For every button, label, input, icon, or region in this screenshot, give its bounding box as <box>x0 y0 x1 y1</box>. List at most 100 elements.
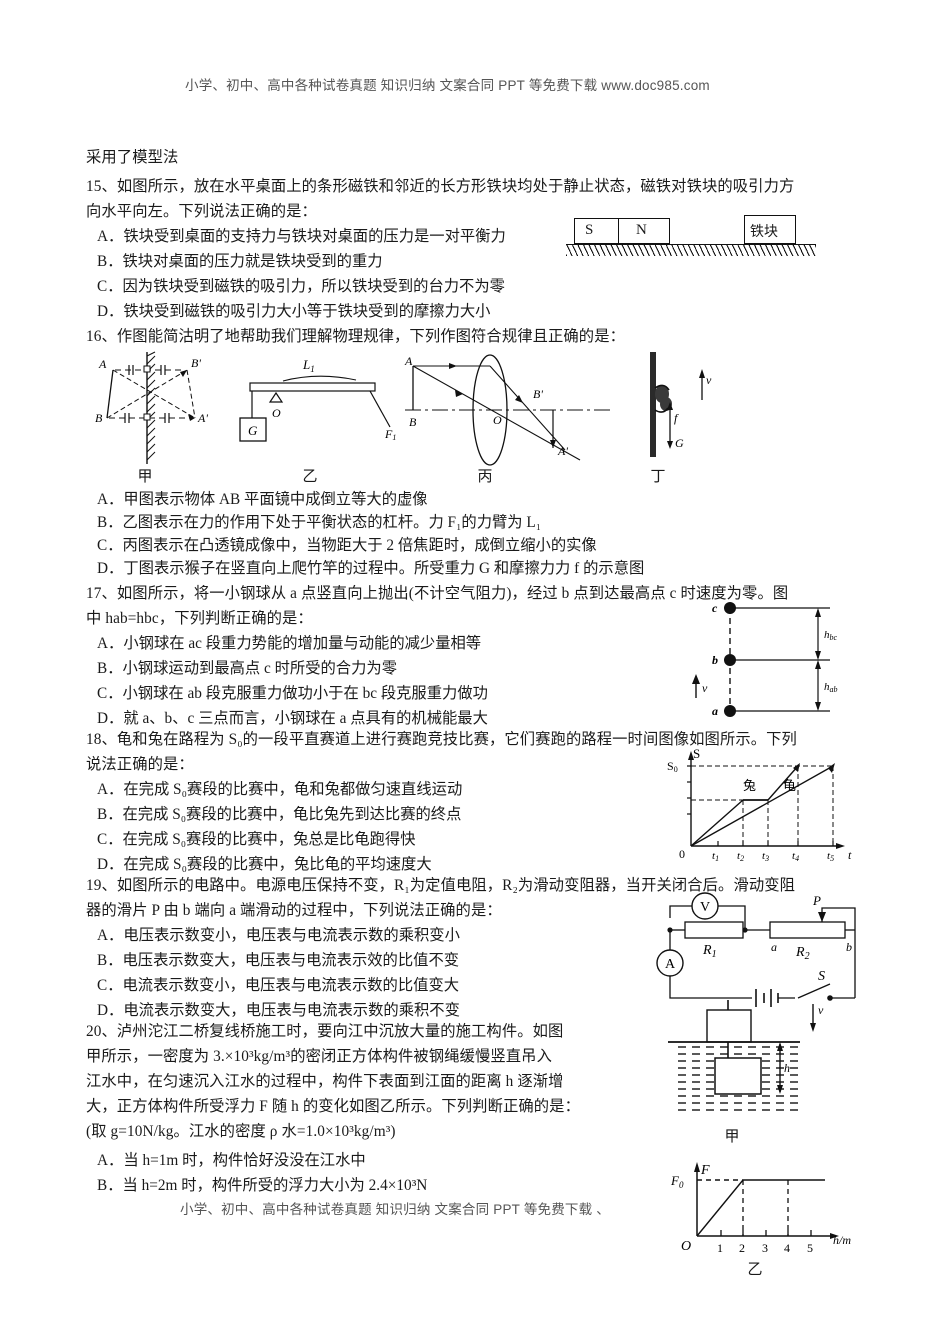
magnet-iron-block-diagram: S N 铁块 <box>566 210 856 265</box>
magnet-north-pole <box>618 218 670 244</box>
svg-text:hab: hab <box>824 681 838 694</box>
svg-text:a: a <box>771 940 777 954</box>
vertical-throw-svg: c b a v hbc hab <box>692 601 838 718</box>
q18-stem-line-1: 18、龟和兔在路程为 S₀的一段平直赛道上进行赛跑竞技比赛，它们赛跑的路程一时间… <box>86 731 797 748</box>
q19-stem-line-2: 器的滑片 P 由 b 端向 a 端滑动的过程中，下列说法正确的是： <box>86 902 502 919</box>
svg-text:F1: F1 <box>384 427 396 442</box>
convex-lens-figure: A B O B' A' <box>404 352 615 470</box>
header-watermark: 小学、初中、高中各种试卷真题 知识归纳 文案合同 PPT 等免费下载 www.d… <box>185 78 710 93</box>
q17-stem-line-2: 中 hab=hbc，下列判断正确的是： <box>86 610 313 627</box>
svg-text:h: h <box>784 1061 790 1075</box>
q19-option-b: B．电压表示数变大，电压表与电流表示效的比值不变 <box>97 952 460 969</box>
svg-text:v: v <box>702 681 708 695</box>
q20-stem-line-2: 甲所示，一密度为 3.×10³kg/m³的密闭正方体构件被钢绳缓慢竖直吊入 <box>86 1048 552 1065</box>
q17-option-b: B．小钢球运动到最高点 c 时所受的合力为零 <box>97 660 397 677</box>
buoyancy-vs-depth-chart: F F0 O 1 2 3 4 5 h/m <box>655 1158 865 1268</box>
q17-option-a: A．小钢球在 ac 段重力势能的增加量与动能的减少量相等 <box>97 635 482 652</box>
svg-text:G: G <box>248 423 258 438</box>
svg-text:v: v <box>818 1003 824 1017</box>
q19-option-d: D．电流表示数变大，电压表与电流表示数的乘积不变 <box>97 1002 460 1019</box>
svg-text:4: 4 <box>784 1241 790 1255</box>
circuit-svg: V A R1 R2 P a b S <box>656 892 856 1007</box>
figure-caption-yi-20: 乙 <box>747 1262 763 1278</box>
figure-caption-ding-16: 丁 <box>650 469 666 485</box>
svg-text:v: v <box>706 373 712 387</box>
svg-text:L1: L1 <box>302 357 315 374</box>
svg-text:A: A <box>404 354 413 368</box>
svg-text:A: A <box>665 957 676 972</box>
svg-text:R2: R2 <box>795 945 810 962</box>
svg-text:t2: t2 <box>737 850 744 863</box>
svg-text:t4: t4 <box>792 850 799 863</box>
q15-option-b: B．铁块对桌面的压力就是铁块受到的重力 <box>97 253 383 270</box>
footer-watermark: 小学、初中、高中各种试卷真题 知识归纳 文案合同 PPT 等免费下载 、 <box>180 1202 610 1217</box>
monkey-pole-svg: f G v <box>650 352 712 457</box>
lever-svg: L1 O G F1 <box>239 357 396 442</box>
ground-hatching <box>566 245 816 256</box>
svg-text:f: f <box>674 411 679 425</box>
svg-text:t5: t5 <box>827 850 834 863</box>
q20-stem-line-5: (取 g=10N/kg。江水的密度 ρ 水=1.0×10³kg/m³) <box>86 1123 396 1140</box>
q20-option-a: A．当 h=1m 时，构件恰好没没在江水中 <box>97 1152 366 1169</box>
svg-text:b: b <box>846 940 852 954</box>
vertical-throw-diagram: c b a v hbc hab <box>692 598 860 720</box>
q18-option-a: A．在完成 S₀赛段的比赛中，龟和兔都做匀速直线运动 <box>97 781 463 798</box>
q16-option-d: D．丁图表示猴子在竖直向上爬竹竿的过程中。所受重力 G 和摩擦力力 f 的示意图 <box>97 560 645 577</box>
sinking-block-svg: h v <box>668 1000 824 1116</box>
svg-text:O: O <box>493 413 502 427</box>
q18-option-b: B．在完成 S₀赛段的比赛中，龟比兔先到达比赛的终点 <box>97 806 462 823</box>
q20-stem-line-1: 20、泸州沱江二桥复线桥施工时，要向江中沉放大量的施工构件。如图 <box>86 1023 564 1040</box>
q15-option-a: A．铁块受到桌面的支持力与铁块对桌面的压力是一对平衡力 <box>97 228 506 245</box>
q18-stem-line-2: 说法正确的是： <box>86 756 194 773</box>
tortoise-hare-svg: S S0 0 t1 t2 t3 t4 t5 t 兔 龟 <box>667 746 852 863</box>
svg-text:t: t <box>848 848 852 862</box>
svg-text:O: O <box>272 406 281 420</box>
svg-text:B: B <box>409 415 417 429</box>
convex-lens-svg: A B O B' A' <box>404 354 610 466</box>
svg-text:c: c <box>712 601 718 615</box>
q17-option-c: C．小钢球在 ab 段克服重力做功小于在 bc 段克服重力做功 <box>97 685 488 702</box>
q19-option-a: A．电压表示数变小，电压表与电流表示数的乘积变小 <box>97 927 460 944</box>
svg-text:S: S <box>818 969 825 984</box>
svg-text:B: B <box>95 411 103 425</box>
q16-option-c: C．丙图表示在凸透镜成像中，当物距大于 2 倍焦距时，成倒立缩小的实像 <box>97 537 597 554</box>
iron-block-label: 铁块 <box>750 225 778 240</box>
plane-mirror-figure: A B B' A' <box>95 351 225 467</box>
table-surface-line <box>566 244 816 246</box>
q20-stem-line-3: 江水中，在匀速沉入江水的过程中，构件下表面到江面的距离 h 逐渐增 <box>86 1073 564 1090</box>
q17-stem-line-1: 17、如图所示，将一小钢球从 a 点竖直向上抛出(不计空气阻力)，经过 b 点到… <box>86 585 789 602</box>
q16-stem-line-1: 16、作图能简沽明了地帮助我们理解物理规律，下列作图符合规律且正确的是： <box>86 328 625 345</box>
circuit-diagram: V A R1 R2 P a b S <box>640 888 890 1013</box>
svg-text:B': B' <box>533 387 543 401</box>
svg-text:F: F <box>700 1163 710 1178</box>
buoyancy-chart-svg: F F0 O 1 2 3 4 5 h/m <box>670 1162 851 1255</box>
svg-text:t3: t3 <box>762 850 769 863</box>
svg-text:A': A' <box>197 411 208 425</box>
svg-text:S0: S0 <box>667 759 678 774</box>
q15-stem-line-1: 15、如图所示，放在水平桌面上的条形磁铁和邻近的长方形铁块均处于静止状态，磁铁对… <box>86 178 795 195</box>
svg-text:S: S <box>693 746 700 761</box>
svg-text:R1: R1 <box>702 943 717 960</box>
q18-option-c: C．在完成 S₀赛段的比赛中，兔总是比龟跑得快 <box>97 831 416 848</box>
magnet-s-label: S <box>585 222 594 238</box>
q19-stem-line-1: 19、如图所示的电路中。电源电压保持不变，R₁为定值电阻，R₂为滑动变阻器，当开… <box>86 877 796 894</box>
iron-block <box>744 215 796 244</box>
q15-option-d: D．铁块受到磁铁的吸引力大小等于铁块受到的摩擦力大小 <box>97 303 491 320</box>
q20-option-b: B．当 h=2m 时，构件所受的浮力大小为 2.4×10³N <box>97 1177 428 1194</box>
svg-text:a: a <box>712 704 718 718</box>
q15-stem-line-2: 向水平向左。下列说法正确的是： <box>86 203 317 220</box>
sinking-block-water-figure: h v <box>660 1000 860 1128</box>
svg-text:V: V <box>700 900 710 915</box>
svg-text:G: G <box>675 436 684 450</box>
svg-text:B': B' <box>191 356 201 370</box>
svg-text:A: A <box>98 357 107 371</box>
svg-text:0: 0 <box>679 847 685 861</box>
q17-option-d: D．就 a、b、c 三点而言，小钢球在 a 点具有的机械能最大 <box>97 710 488 727</box>
magnet-south-pole <box>574 218 619 244</box>
figure-caption-jia-20: 甲 <box>724 1129 740 1145</box>
svg-text:P: P <box>812 893 821 908</box>
figure-caption-yi-16: 乙 <box>302 469 318 485</box>
q16-option-a: A．甲图表示物体 AB 平面镜中成倒立等大的虚像 <box>97 491 428 508</box>
plane-mirror-svg: A B B' A' <box>95 351 208 464</box>
svg-text:O: O <box>681 1239 691 1254</box>
